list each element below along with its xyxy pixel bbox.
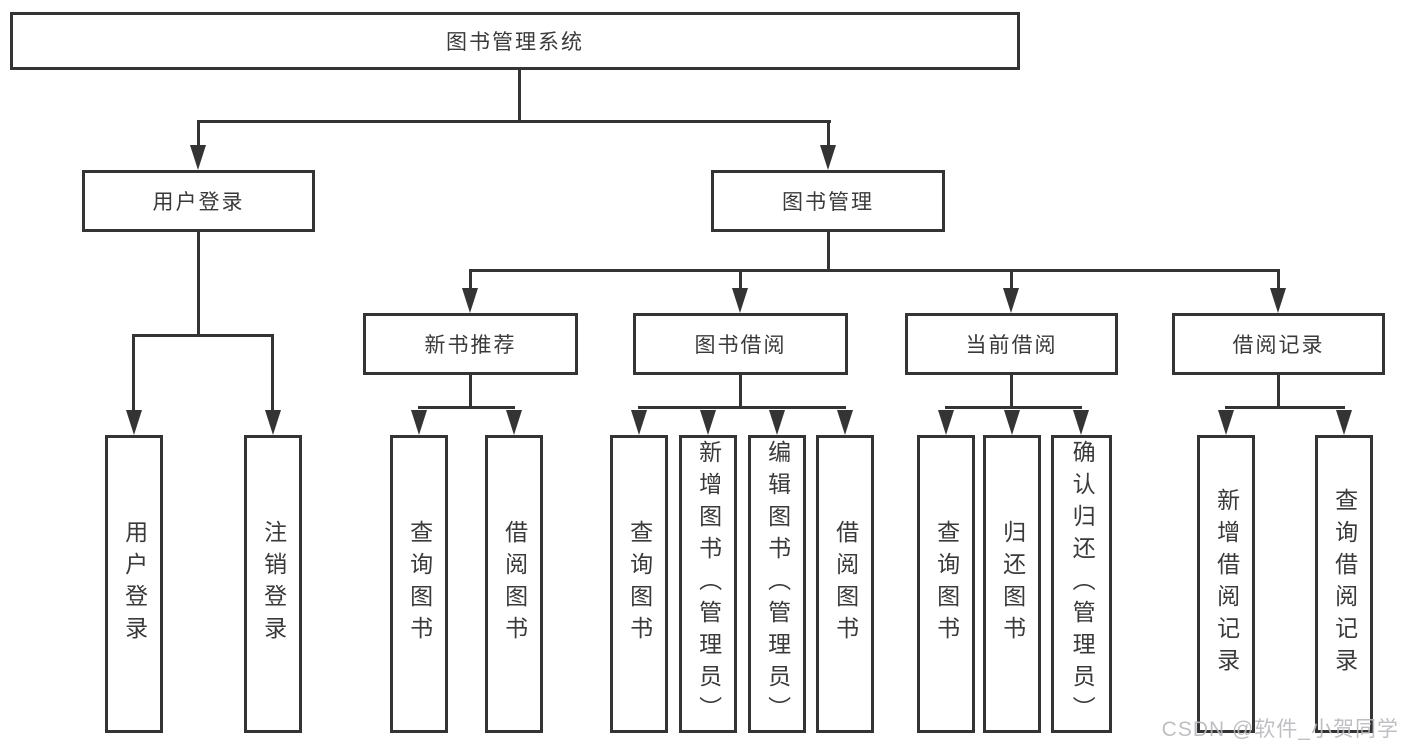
node-label: 新增图书（管理员） (695, 440, 722, 728)
connector-drop-level3 (1010, 269, 1013, 291)
arrow-down-icon (820, 145, 836, 170)
leaf-add-borrow-record: 新增借阅记录 (1197, 435, 1255, 733)
arrow-down-icon (1073, 410, 1089, 435)
node-book-management: 图书管理 (711, 170, 945, 232)
arrow-down-icon (126, 410, 142, 435)
connector-borrow-stem (739, 375, 742, 408)
node-label: 归还图书 (999, 520, 1026, 648)
arrow-down-icon (769, 410, 785, 435)
connector-root-bus (197, 120, 831, 123)
leaf-query-borrow-record: 查询借阅记录 (1315, 435, 1373, 733)
node-label: 查询图书 (933, 520, 960, 648)
connector-book-management-bus (469, 269, 1280, 272)
node-label: 借阅图书 (501, 520, 528, 648)
connector-root-stem (518, 70, 521, 122)
arrow-down-icon (700, 410, 716, 435)
arrow-down-icon (938, 410, 954, 435)
node-label: 编辑图书（管理员） (764, 440, 791, 728)
node-label: 图书管理 (782, 191, 874, 214)
connector-records-stem (1277, 375, 1280, 408)
node-label: 图书管理系统 (446, 31, 584, 54)
leaf-add-books-admin: 新增图书（管理员） (679, 435, 737, 733)
connector-recommend-stem (469, 375, 472, 408)
node-label: 当前借阅 (965, 334, 1058, 357)
arrow-down-icon (1218, 410, 1234, 435)
leaf-edit-books-admin: 编辑图书（管理员） (748, 435, 806, 733)
node-label: 借阅图书 (832, 520, 859, 648)
connector-drop-leaf (132, 334, 135, 412)
node-label: 查询图书 (626, 520, 653, 648)
connector-drop-book-management (827, 120, 830, 148)
node-label: 确认归还（管理员） (1069, 440, 1096, 728)
node-book-borrow: 图书借阅 (633, 313, 848, 375)
node-library-management-system: 图书管理系统 (10, 12, 1020, 70)
arrow-down-icon (462, 288, 478, 313)
node-label: 用户登录 (152, 191, 245, 214)
connector-drop-level3 (469, 269, 472, 291)
connector-recommend-bus (418, 406, 515, 409)
leaf-borrow-query-books: 查询图书 (610, 435, 668, 733)
arrow-down-icon (1003, 288, 1019, 313)
connector-book-management-stem (827, 232, 830, 271)
leaf-return-books: 归还图书 (983, 435, 1041, 733)
arrow-down-icon (506, 410, 522, 435)
arrow-down-icon (732, 288, 748, 313)
leaf-user-login: 用户登录 (105, 435, 163, 733)
node-label: 新增借阅记录 (1213, 488, 1240, 680)
connector-user-login-stem (197, 232, 200, 336)
connector-drop-user-login (197, 120, 200, 148)
connector-current-stem (1010, 375, 1013, 408)
arrow-down-icon (631, 410, 647, 435)
node-label: 查询借阅记录 (1331, 488, 1358, 680)
node-new-book-recommend: 新书推荐 (363, 313, 578, 375)
csdn-watermark: CSDN @软件_小贺同学 (1161, 718, 1399, 741)
connector-drop-level3 (1277, 269, 1280, 291)
arrow-down-icon (265, 410, 281, 435)
node-label: 用户登录 (121, 520, 148, 648)
node-borrow-records: 借阅记录 (1172, 313, 1385, 375)
node-label: 图书借阅 (694, 334, 787, 357)
leaf-current-query-books: 查询图书 (917, 435, 975, 733)
arrow-down-icon (190, 145, 206, 170)
arrow-down-icon (1004, 410, 1020, 435)
node-current-borrow: 当前借阅 (905, 313, 1118, 375)
arrow-down-icon (1336, 410, 1352, 435)
arrow-down-icon (1270, 288, 1286, 313)
leaf-recommend-query-books: 查询图书 (390, 435, 448, 733)
connector-drop-level3 (739, 269, 742, 291)
leaf-recommend-borrow-books: 借阅图书 (485, 435, 543, 733)
connector-records-bus (1225, 406, 1345, 409)
leaf-borrow-books: 借阅图书 (816, 435, 874, 733)
connector-user-login-bus (133, 334, 274, 337)
leaf-logout: 注销登录 (244, 435, 302, 733)
node-user-login: 用户登录 (82, 170, 315, 232)
arrow-down-icon (837, 410, 853, 435)
leaf-confirm-return-admin: 确认归还（管理员） (1051, 435, 1112, 733)
node-label: 注销登录 (260, 520, 287, 648)
node-label: 借阅记录 (1232, 334, 1325, 357)
connector-borrow-bus (638, 406, 846, 409)
connector-current-bus (945, 406, 1082, 409)
arrow-down-icon (411, 410, 427, 435)
node-label: 查询图书 (406, 520, 433, 648)
connector-drop-leaf (271, 334, 274, 412)
node-label: 新书推荐 (424, 334, 517, 357)
